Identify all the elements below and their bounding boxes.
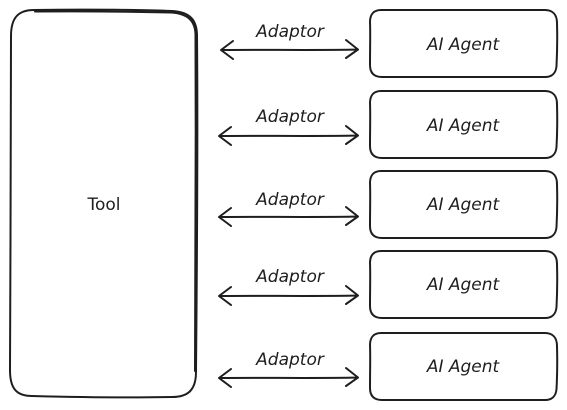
agent-box-outline xyxy=(369,331,559,402)
agent-box-outline xyxy=(369,169,559,240)
tool-box-outline xyxy=(9,8,199,399)
adaptor-label: Adaptor xyxy=(255,350,325,370)
connection-row-1: Adaptor AI Agent xyxy=(220,8,559,79)
adaptor-arrow xyxy=(218,285,359,306)
agent-label: AI Agent xyxy=(426,275,501,295)
agent-label: AI Agent xyxy=(426,35,501,55)
adaptor-label: Adaptor xyxy=(255,22,325,42)
ai-agent-node: AI Agent xyxy=(369,89,559,160)
adaptor-arrow xyxy=(218,206,359,227)
tool-label: Tool xyxy=(86,195,120,215)
ai-agent-node: AI Agent xyxy=(369,331,559,402)
connection-row-2: Adaptor AI Agent xyxy=(218,89,559,160)
agent-box-outline xyxy=(369,249,559,320)
agent-box-outline xyxy=(369,89,559,160)
ai-agent-node: AI Agent xyxy=(369,249,559,320)
adaptor-label: Adaptor xyxy=(255,190,325,210)
agent-label: AI Agent xyxy=(426,357,501,377)
tool-node: Tool xyxy=(9,8,199,399)
connection-row-4: Adaptor AI Agent xyxy=(218,249,559,320)
ai-agent-node: AI Agent xyxy=(369,8,559,79)
adaptor-arrow xyxy=(218,367,359,388)
agent-label: AI Agent xyxy=(426,116,501,136)
agent-box-outline xyxy=(369,8,559,79)
connection-row-5: Adaptor AI Agent xyxy=(218,331,559,402)
tool-box-outline-overstroke xyxy=(34,10,197,372)
adaptor-arrow xyxy=(218,125,359,146)
adaptor-label: Adaptor xyxy=(255,267,325,287)
adaptor-label: Adaptor xyxy=(255,107,325,127)
connection-row-3: Adaptor AI Agent xyxy=(218,169,559,240)
adaptor-arrow xyxy=(220,39,359,60)
agent-label: AI Agent xyxy=(426,195,501,215)
ai-agent-node: AI Agent xyxy=(369,169,559,240)
